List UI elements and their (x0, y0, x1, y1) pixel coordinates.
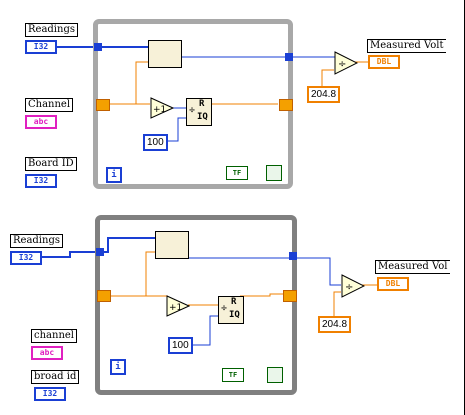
board-id-label-2: broad id (31, 370, 80, 384)
channel-terminal-2[interactable]: abc (31, 346, 63, 360)
wire-shift-up-2 (145, 251, 155, 296)
increment-icon[interactable]: +1 (150, 97, 174, 119)
readings-terminal-1[interactable]: I32 (25, 40, 57, 54)
channel-label-1: Channel (25, 98, 74, 112)
wire-100-1 (164, 117, 186, 142)
stop-condition-terminal-1: TF (226, 166, 248, 180)
svg-text:+1: +1 (169, 303, 182, 313)
readings-tunnel-2 (96, 248, 104, 256)
stop-condition-terminal-2: TF (222, 368, 244, 382)
array-subset-icon[interactable] (148, 40, 182, 68)
channel-terminal-1[interactable]: abc (25, 115, 57, 129)
channel-label-2: channel (31, 329, 77, 343)
wire-204-1 (321, 69, 334, 86)
while-loop-2[interactable] (95, 215, 297, 395)
readings-label-1: Readings (25, 23, 78, 37)
measured-volt-terminal-1[interactable]: DBL (368, 55, 400, 69)
shift-register-right-1[interactable] (279, 99, 293, 111)
svg-text:+1: +1 (153, 105, 166, 115)
stop-condition-icon[interactable] (266, 165, 282, 181)
measured-volt-terminal-2[interactable]: DBL (377, 277, 409, 291)
readings-terminal-2[interactable]: I32 (10, 251, 42, 265)
board-id-label-1: Board ID (25, 157, 77, 171)
readings-tunnel-1 (94, 43, 102, 51)
measured-volt-label-1: Measured Volt (367, 39, 446, 53)
divide-icon-2[interactable]: ÷ (341, 274, 365, 298)
wire-rem-out-2 (240, 293, 283, 297)
readings-label-2: Readings (10, 234, 63, 248)
constant-204-8-1[interactable]: 204.8 (307, 86, 341, 103)
constant-100-2[interactable]: 100 (168, 337, 193, 354)
shift-register-left-2[interactable] (97, 290, 111, 302)
svg-text:÷: ÷ (345, 282, 353, 293)
shift-register-right-2[interactable] (283, 290, 297, 302)
board-id-terminal-2[interactable]: I32 (34, 387, 66, 401)
loop-iteration-icon-2: i (110, 359, 126, 375)
stop-condition-icon-2[interactable] (267, 367, 283, 383)
output-tunnel-2 (289, 252, 297, 260)
divide-icon[interactable]: ÷ (334, 51, 358, 75)
wire-readings-2 (42, 237, 155, 258)
board-id-terminal-1[interactable]: I32 (25, 174, 57, 188)
wire-shift-up-1 (135, 61, 148, 104)
array-subset-icon-2[interactable] (155, 231, 189, 259)
shift-register-left-1[interactable] (96, 99, 110, 111)
output-tunnel-1 (285, 53, 293, 61)
quotient-remainder-icon[interactable]: R IQ ÷ (186, 98, 212, 126)
wire-204-2 (333, 291, 341, 316)
loop-iteration-icon: i (106, 167, 122, 183)
increment-icon-2[interactable]: +1 (166, 295, 190, 317)
wire-100-2 (190, 315, 218, 346)
quotient-remainder-icon-2[interactable]: R IQ ÷ (218, 296, 244, 324)
constant-100-1[interactable]: 100 (143, 134, 168, 151)
constant-204-8-2[interactable]: 204.8 (318, 316, 352, 333)
measured-volt-label-2: Measured Vol (375, 260, 450, 274)
svg-text:÷: ÷ (338, 59, 346, 70)
